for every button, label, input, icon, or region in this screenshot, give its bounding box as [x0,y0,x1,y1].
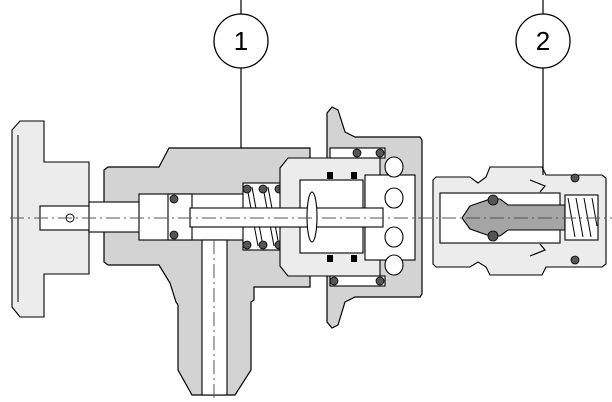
poppet [461,198,566,237]
callout-1: 1 [213,13,269,69]
valve-disc [306,191,318,243]
callout-2-label: 2 [536,26,550,56]
callout-2: 2 [515,13,571,69]
callout-1-label: 1 [234,26,248,56]
coupling-nipple [432,0,607,276]
stem-shaft [88,201,142,233]
valve-assembly [11,0,423,396]
